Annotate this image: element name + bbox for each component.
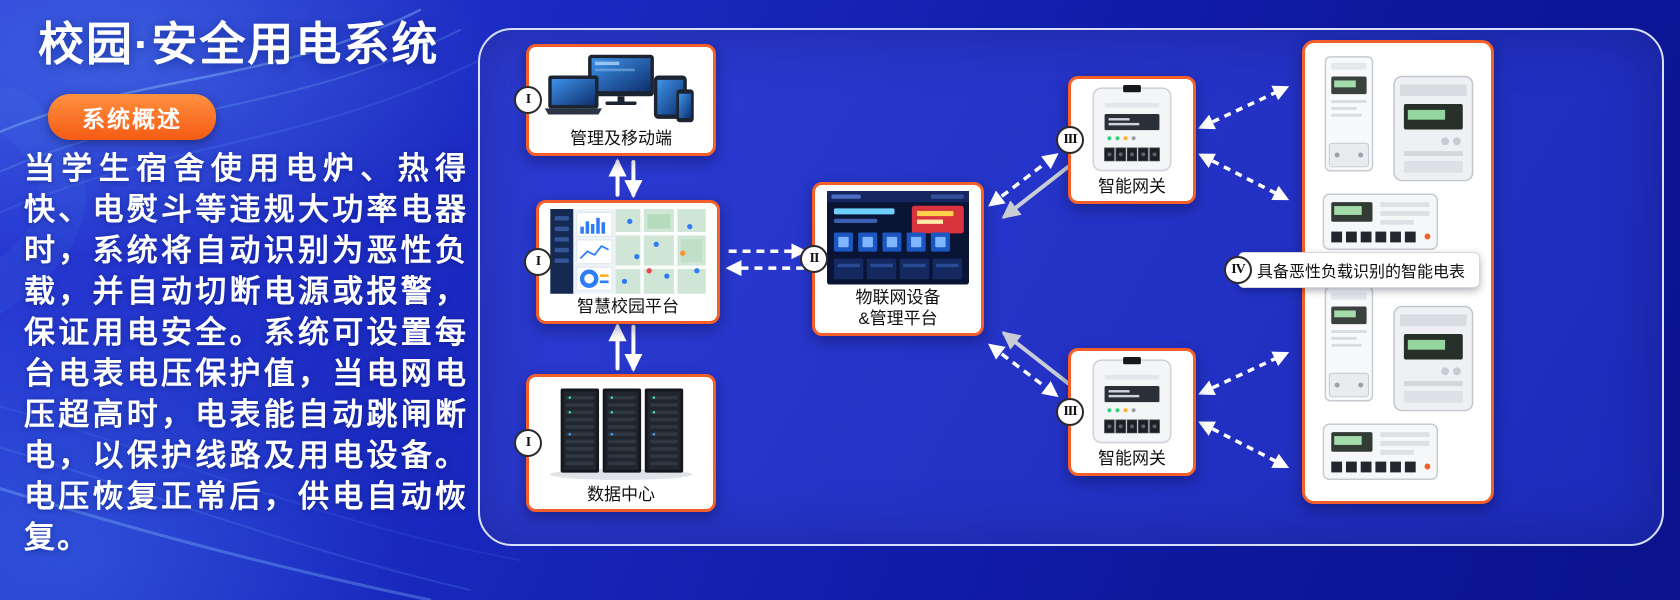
gateway-device-icon — [1092, 85, 1172, 172]
overview-badge: 系统概述 — [48, 94, 216, 140]
numeral-badge-1: I — [514, 86, 542, 114]
devices-icon — [544, 54, 694, 123]
server-racks-icon — [549, 388, 693, 480]
node-smart-gateway-bottom: III 智能网关 — [1056, 348, 1196, 476]
node-label-gateway-top: 智能网关 — [1098, 176, 1166, 196]
node-data-center: I 数据中心 — [514, 374, 716, 512]
numeral-badge-4: II — [800, 245, 828, 273]
smart-meter-group-icon-bottom — [1322, 286, 1474, 480]
node-label-gateway-bottom: 智能网关 — [1098, 448, 1166, 468]
node-label-datacenter: 数据中心 — [587, 484, 655, 504]
node-label-iot-line1: 物联网设备 — [855, 287, 941, 307]
node-smart-campus-platform: I — [524, 200, 720, 324]
node-label-mgmt: 管理及移动端 — [570, 128, 672, 148]
node-smart-gateway-top: III 智能网关 — [1056, 76, 1196, 204]
node-label-iot-line2: &管理平台 — [858, 308, 938, 328]
meters-caption-text: 具备恶性负载识别的智能电表 — [1257, 264, 1466, 281]
diagram-panel: I 管理及移动端 I — [478, 28, 1664, 546]
numeral-badge-2: I — [524, 248, 552, 276]
numeral-badge-3: I — [514, 429, 542, 457]
node-label-iot: 物联网设备 &管理平台 — [856, 285, 941, 331]
numeral-badge-5: III — [1056, 126, 1084, 154]
page-title: 校园·安全用电系统 — [38, 18, 440, 70]
smart-meter-group-icon-top — [1322, 56, 1474, 250]
node-iot-platform: II — [800, 182, 984, 336]
system-description: 当学生宿舍使用电炉、热得快、电熨斗等违规大功率电器时，系统将自动识别为恶性负载，… — [24, 151, 468, 555]
campus-dashboard-icon — [550, 209, 706, 294]
node-management-mobile: I 管理及移动端 — [514, 44, 716, 156]
numeral-badge-7: IV — [1224, 256, 1252, 284]
meters-caption: IV 具备恶性负载识别的智能电表 — [1224, 252, 1481, 288]
gateway-device-icon — [1092, 357, 1172, 444]
node-label-platform: 智慧校园平台 — [577, 296, 679, 316]
numeral-badge-6: III — [1056, 398, 1084, 426]
iot-dashboard-icon — [827, 191, 969, 285]
